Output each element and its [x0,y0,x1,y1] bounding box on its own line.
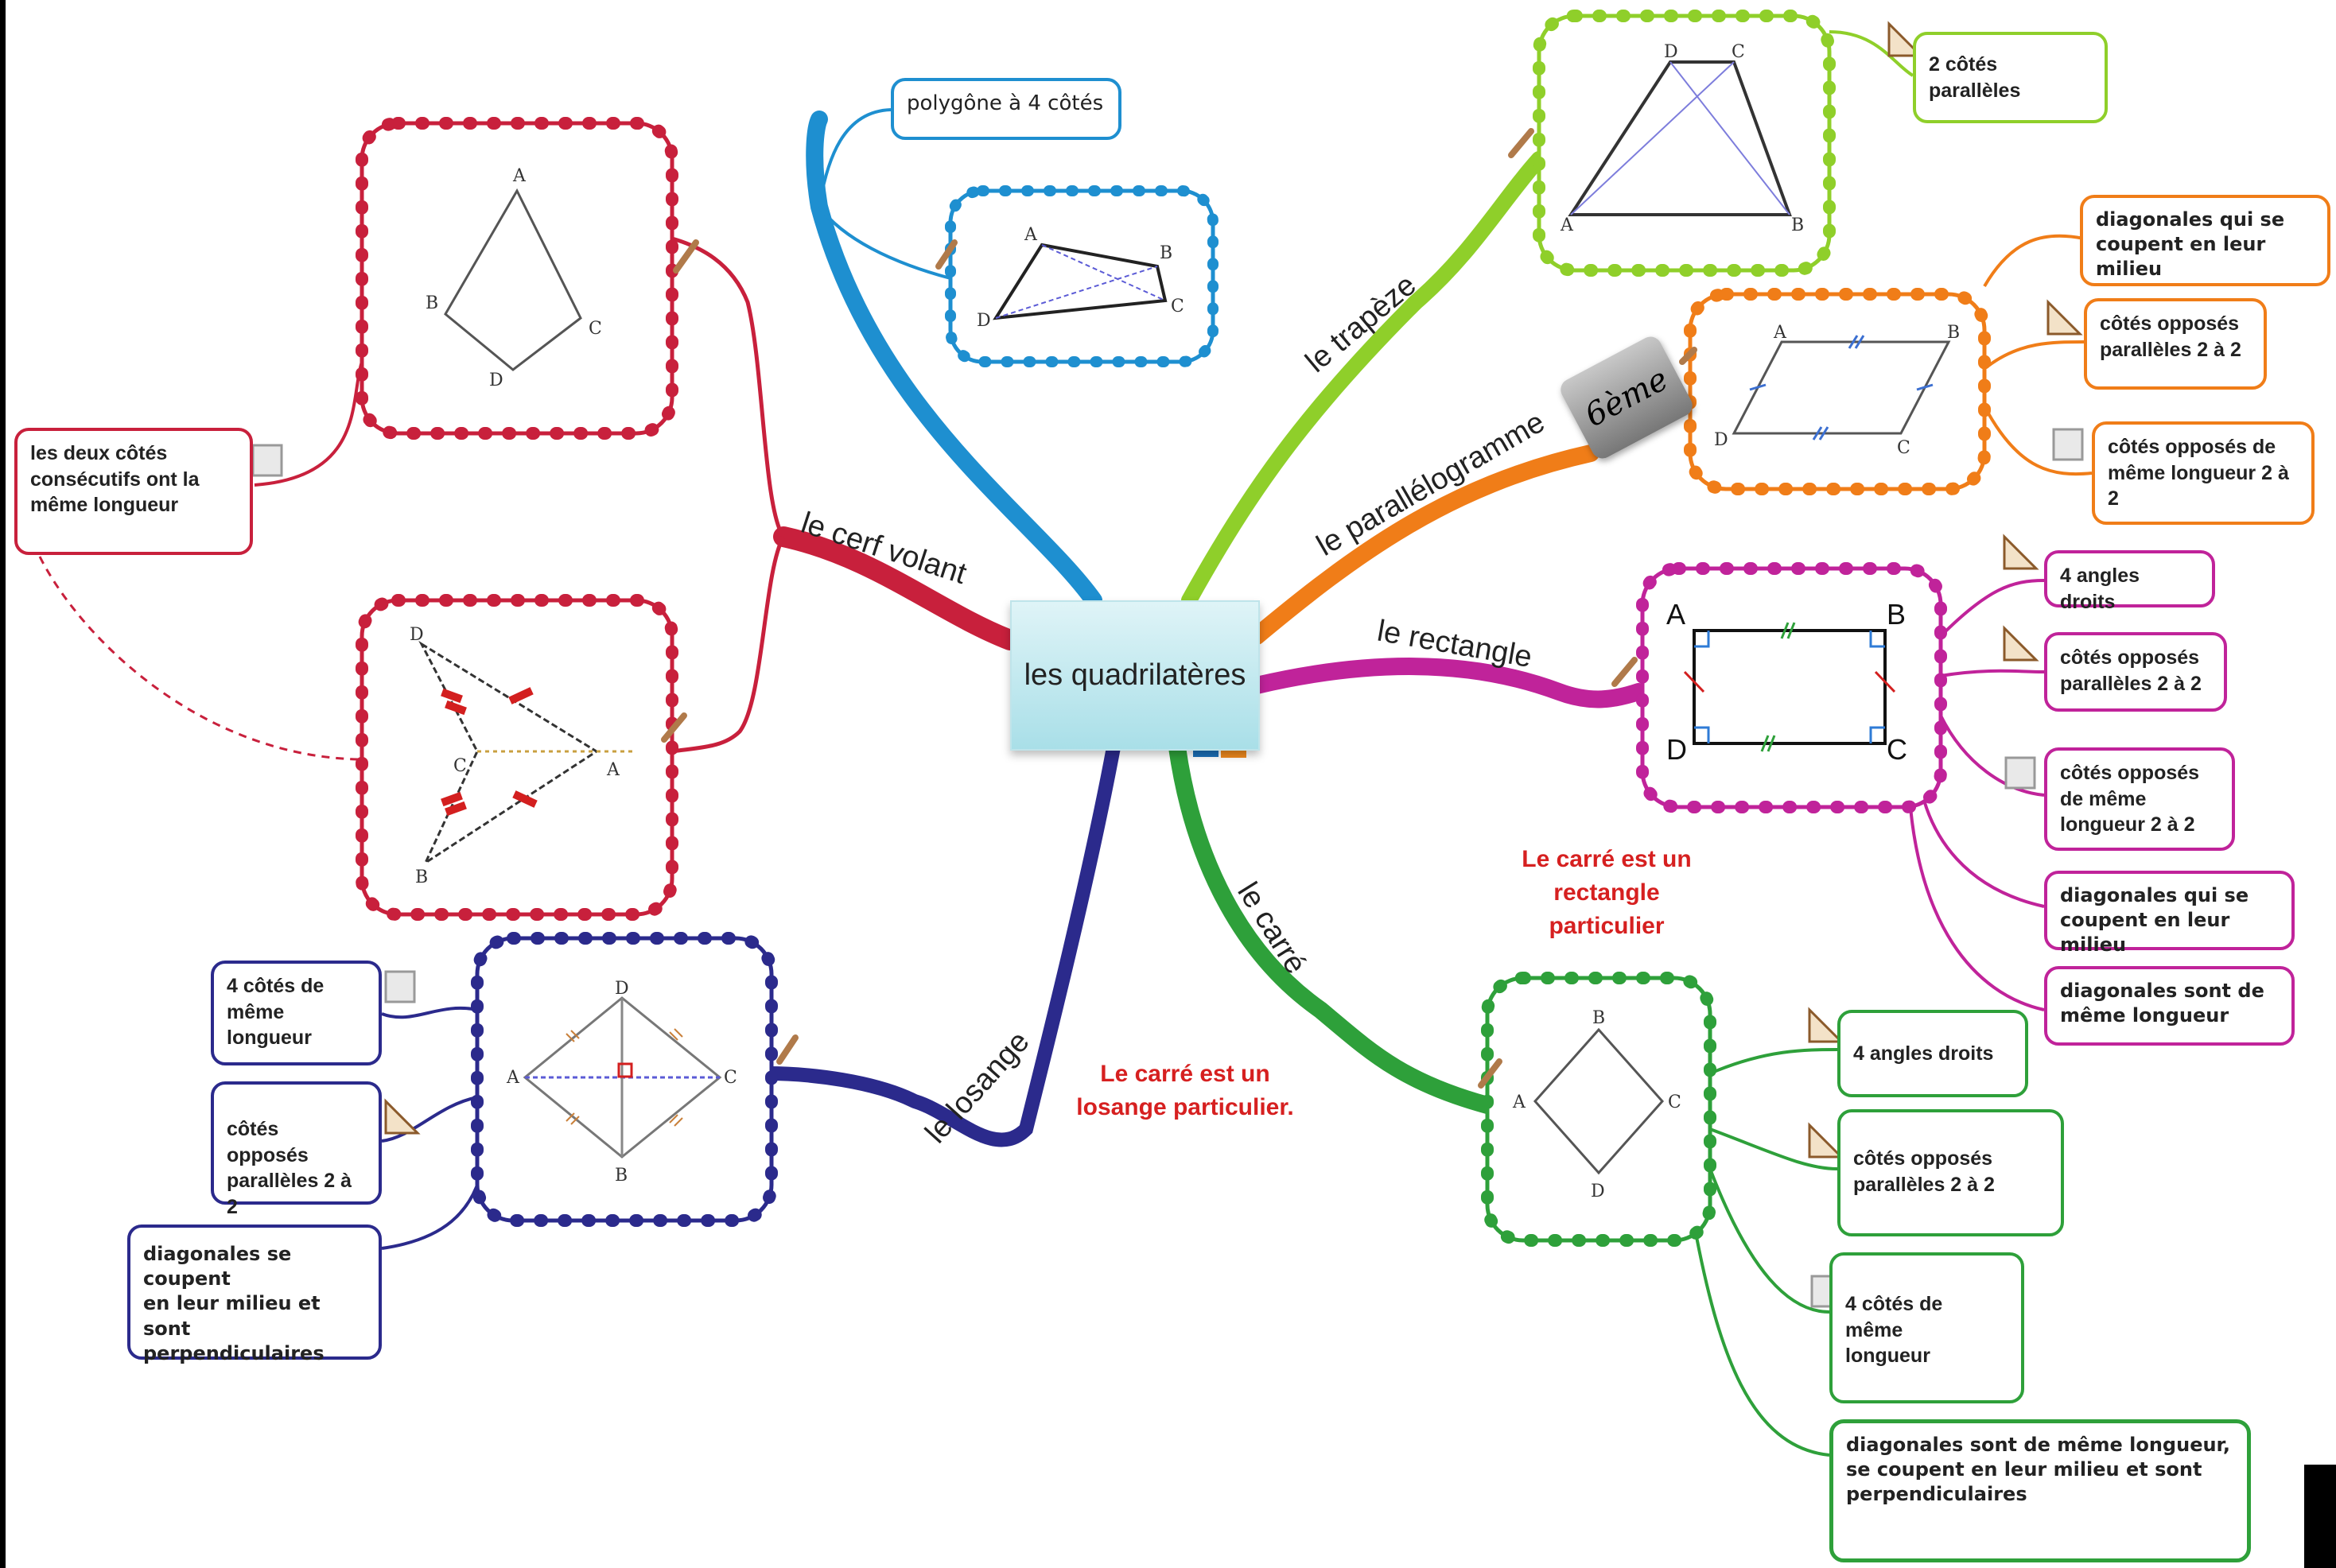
grade-badge-text: 6ème [1579,360,1674,435]
label-rect-d: D [1666,733,1687,766]
label-para-a: A [1773,323,1787,343]
branch-rectangle-line [1248,658,1647,708]
figure-trapeze [1568,60,1792,216]
label-cerf1-d: D [489,371,503,390]
figure-rectangle [1693,629,1887,745]
label-poly-a: A [1024,225,1038,245]
central-topic: les quadrilatères [1010,600,1260,751]
branch-trapeze-line [1181,151,1547,608]
box-cerf-cotes: les deux côtés consécutifs ont la même l… [14,428,253,555]
figure-frame-cerf2 [360,598,674,917]
label-trap-b: B [1791,215,1804,235]
branch-carre-line [1168,739,1496,1114]
box-para-paralleles: côtés opposés parallèles 2 à 2 [2084,298,2267,390]
left-edge-bar [0,0,6,1568]
box-losange-paralleles: côtés opposés parallèles 2 à 2 [211,1081,382,1218]
box-para-longueur: côtés opposés de même longueur 2 à 2 [2092,421,2315,525]
label-trap-d: D [1664,42,1678,62]
figure-carre [1533,1027,1665,1175]
note-carre-rectangle: Le carré est un rectangle particulier [1522,846,1692,939]
figure-polygone [993,243,1168,320]
corner-mark [2304,1465,2336,1568]
box-rect-angles: 4 angles droits [2044,550,2215,613]
label-poly-b: B [1160,243,1172,263]
box-rect-longueur: côtés opposés de même longueur 2 à 2 [2044,747,2235,851]
figure-cerf-volant-1 [444,188,582,371]
figure-parallelogramme [1732,340,1951,435]
label-cerf2-b: B [415,867,428,887]
label-los-a: A [506,1068,520,1088]
label-para-b: B [1947,323,1960,343]
label-cerf2-d: D [410,625,424,645]
figure-losange [523,996,722,1159]
label-cerf1-c: C [589,319,602,339]
figure-cerf-volant-2 [418,640,636,867]
box-polygone: polygône à 4 côtés [891,78,1121,140]
label-cerf2-a: A [606,760,620,780]
box-rect-diag-longueur: diagonales sont de même longueur [2044,966,2295,1046]
label-poly-d: D [977,311,991,331]
label-para-c: C [1897,438,1910,458]
label-rect-a: A [1666,598,1685,631]
box-para-diag: diagonales qui se coupent en leur milieu [2080,195,2330,286]
label-carre-c: C [1668,1093,1681,1112]
figure-frame-parallelogramme [1688,292,1987,491]
label-los-d: D [615,979,629,999]
box-losange-diag: diagonales se coupent en leur milieu et … [127,1225,382,1364]
label-los-c: C [724,1068,737,1088]
label-poly-c: C [1171,297,1184,316]
label-cerf2-c: C [453,756,467,776]
label-para-d: D [1714,430,1728,450]
branch-parallelogramme-line [1248,444,1599,645]
box-carre-cotes: 4 côtés de même longueur [1829,1252,2024,1403]
box-carre-diag: diagonales sont de même longueur, se cou… [1829,1419,2251,1562]
label-trap-c: C [1732,42,1745,62]
label-los-b: B [615,1166,628,1186]
label-cerf1-a: A [512,166,527,186]
branch-cerf-volant-line [773,526,1020,650]
figure-frame-trapeze [1537,14,1832,273]
box-carre-paralleles: côtés opposés parallèles 2 à 2 [1837,1109,2064,1236]
branch-losange-line [760,740,1121,1147]
branch-polygone-line [806,111,1102,609]
note-icon [251,428,2084,1308]
box-rect-paralleles: côtés opposés parallèles 2 à 2 [2044,632,2227,712]
label-carre-b: B [1592,1008,1605,1028]
label-rect-b: B [1887,598,1906,631]
figure-frame-polygone [948,188,1215,364]
label-carre-a: A [1512,1093,1526,1112]
label-trap-a: A [1560,215,1574,235]
box-carre-angles: 4 angles droits [1837,1010,2028,1097]
box-losange-cotes: 4 côtés de même longueur [211,961,382,1065]
set-square-icon [384,21,2083,1159]
box-trapeze-cotes: 2 côtés parallèles [1913,32,2108,123]
label-carre-d: D [1591,1182,1605,1201]
label-cerf1-b: B [426,293,438,313]
pencil-icon [661,128,1697,1089]
box-rect-diag-milieu: diagonales qui se coupent en leur milieu [2044,871,2295,956]
note-carre-losange: Le carré est un losange particulier. [1076,1061,1294,1120]
label-rect-c: C [1887,733,1907,766]
